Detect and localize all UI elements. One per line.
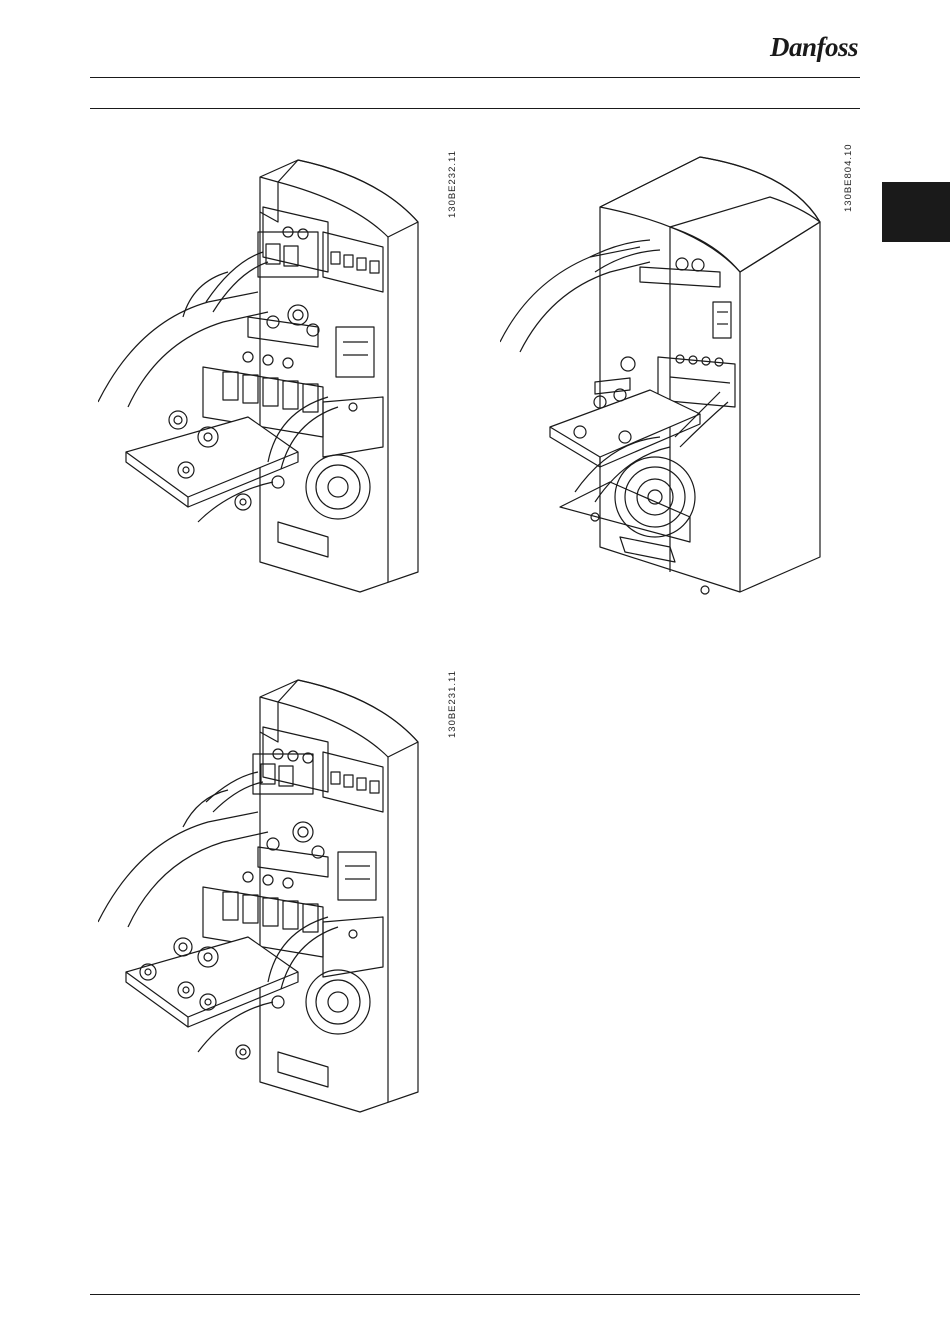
drive-illustration-1 — [98, 152, 448, 597]
header-rule-bottom — [90, 108, 860, 109]
footer-rule — [90, 1294, 860, 1295]
figure-code: 130BE232.11 — [447, 150, 458, 218]
figure-drive-wiring-3: 130BE231.11 — [98, 672, 448, 1117]
brand-wordmark: Danfoss — [768, 32, 860, 63]
drive-illustration-3 — [98, 672, 448, 1117]
header-rule-top — [90, 77, 860, 78]
figure-code: 130BE231.11 — [447, 670, 458, 738]
figure-drive-wiring-1: 130BE232.11 — [98, 152, 448, 597]
drive-illustration-2 — [500, 152, 850, 597]
figure-code: 130BE804.10 — [843, 143, 854, 212]
chapter-tab — [882, 182, 950, 242]
figure-drive-wiring-2: 130BE804.10 — [500, 152, 850, 597]
danfoss-logo: Danfoss — [768, 30, 860, 70]
